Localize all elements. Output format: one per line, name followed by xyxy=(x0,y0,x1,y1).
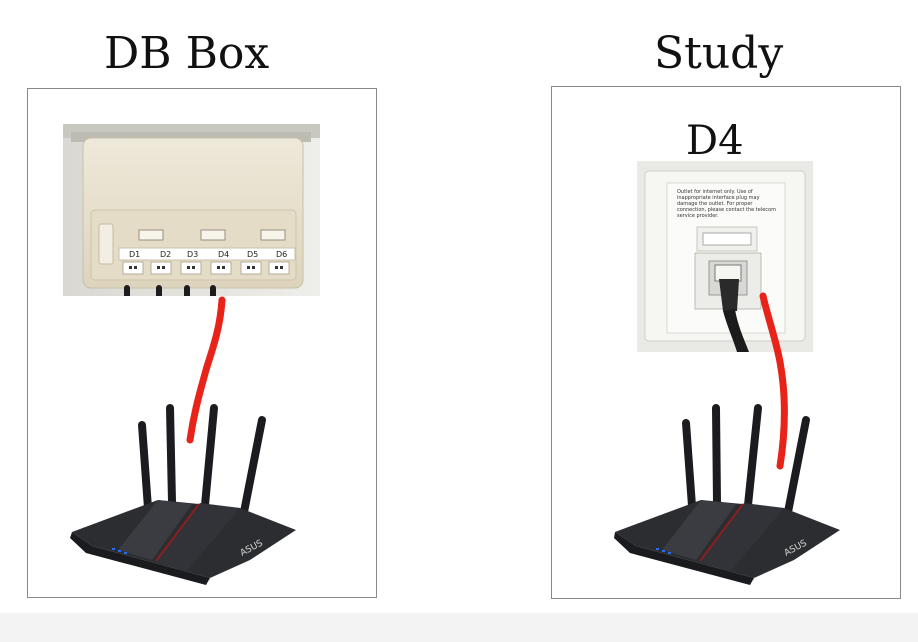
ethernet-cable-right xyxy=(759,292,788,470)
distribution-box-photo: D1 D2 D3 D4 D5 D6 xyxy=(63,124,320,296)
port-label-d5: D5 xyxy=(247,250,258,259)
outlet-notice-text: Outlet for internet only. Use of inappro… xyxy=(677,189,776,219)
ethernet-cable-left xyxy=(186,296,226,444)
wifi-router-icon-right: ASUS xyxy=(614,404,840,585)
port-label-d6: D6 xyxy=(276,250,287,259)
port-label-d3: D3 xyxy=(187,250,198,259)
study-title: Study xyxy=(654,28,784,79)
outlet-port-label: D4 xyxy=(686,118,744,164)
port-label-d4: D4 xyxy=(218,250,229,259)
port-label-d2: D2 xyxy=(160,250,171,259)
wifi-router-icon-left: ASUS xyxy=(70,404,296,585)
port-label-d1: D1 xyxy=(129,250,140,259)
bottom-strip xyxy=(0,613,918,642)
db-box-title: DB Box xyxy=(104,28,270,79)
